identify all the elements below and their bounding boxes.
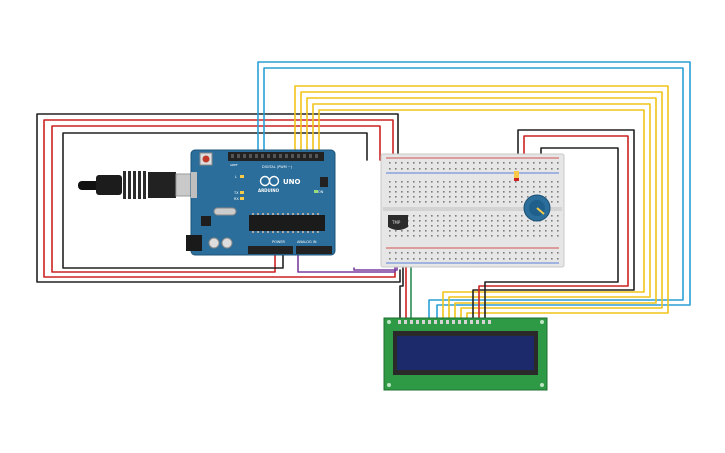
led-component <box>514 171 519 181</box>
aref-label: AREF <box>230 163 238 167</box>
wire-black-pot-1 <box>472 129 635 319</box>
wire-yellow-2 <box>300 91 663 319</box>
l-led-label: L <box>235 175 237 179</box>
lcd-screen <box>397 336 534 370</box>
usb-cable-icon <box>78 171 199 199</box>
power-header-label: POWER <box>272 240 286 244</box>
wire-yellow-1 <box>294 85 669 319</box>
temperature-sensor: TMP <box>388 215 408 230</box>
digital-header-label: DIGITAL (PWM ~) <box>262 165 293 169</box>
arduino-model-label: UNO <box>283 178 301 186</box>
on-led-label: ON <box>318 190 324 194</box>
wire-purple-a0 <box>297 249 396 273</box>
arduino-brand-label: ARDUINO <box>258 188 280 193</box>
tx-led-label: TX <box>233 191 239 195</box>
lcd-pin-header <box>398 320 491 324</box>
wire-red-pot <box>478 135 629 319</box>
wire-red-loop-1 <box>43 119 396 278</box>
rx-led-label: RX <box>234 197 239 201</box>
wire-black-lcd <box>399 267 404 319</box>
wire-yellow-5 <box>318 109 645 319</box>
wire-black-outer-loop <box>36 113 401 283</box>
arduino-uno-board: DIGITAL (PWM ~) AREF L TX RX ON ARDUINO … <box>186 149 336 256</box>
potentiometer-knob-icon <box>523 194 551 222</box>
wire-yellow-4 <box>312 103 651 319</box>
lcd-16x2-display <box>383 317 548 391</box>
analog-header-label: ANALOG IN <box>297 240 317 244</box>
breadboard <box>380 153 565 268</box>
arduino-infinity-logo-icon <box>259 175 280 187</box>
wire-black-loop-2 <box>62 132 368 269</box>
wire-blue-outer <box>257 61 691 319</box>
tmp-sensor-label: TMP <box>391 220 401 225</box>
wire-blue-inner <box>263 67 684 319</box>
wire-yellow-3 <box>306 97 657 319</box>
